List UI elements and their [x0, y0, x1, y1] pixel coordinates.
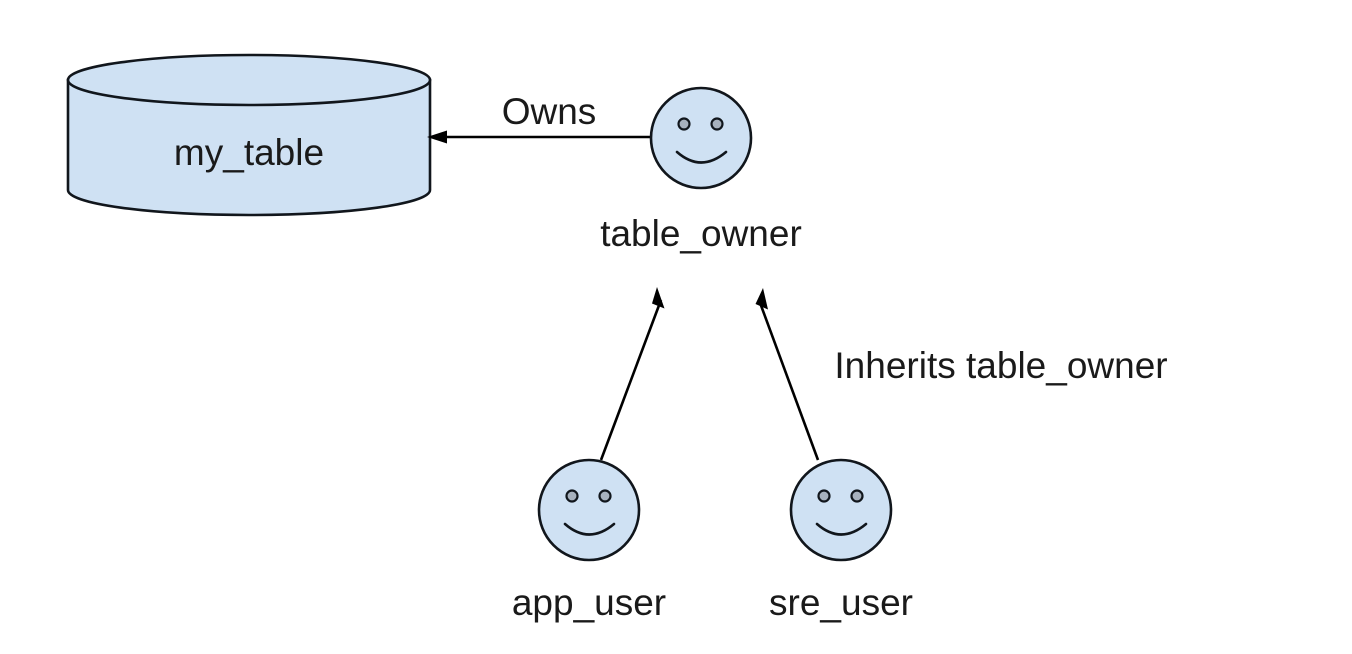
- edge-sre-user-line: [757, 299, 820, 461]
- face-circle-sre-user: [789, 458, 893, 562]
- node-label-table-owner: table_owner: [600, 213, 802, 254]
- node-table-owner[interactable]: table_owner: [600, 86, 802, 254]
- eye-right-icon: [710, 117, 724, 131]
- edge-label-inherits: Inherits table_owner: [834, 345, 1167, 386]
- face-circle-table-owner: [649, 86, 753, 190]
- smile-icon: [675, 150, 728, 164]
- eye-left-icon: [565, 489, 579, 503]
- edge-app-user-arrowhead: [652, 287, 665, 309]
- node-sre-user[interactable]: sre_user: [769, 458, 913, 623]
- eye-left-icon: [817, 489, 831, 503]
- edge-app-user-line: [599, 299, 663, 461]
- edge-owns[interactable]: Owns: [427, 91, 651, 144]
- cylinder-top-ellipse: [66, 53, 432, 107]
- smile-icon: [815, 522, 868, 536]
- node-label-my-table: my_table: [174, 132, 324, 173]
- smile-icon: [563, 522, 616, 536]
- edge-app-user-inherits[interactable]: [599, 287, 665, 461]
- eye-right-icon: [598, 489, 612, 503]
- edge-sre-user-inherits[interactable]: Inherits table_owner: [755, 288, 1168, 461]
- edge-owns-arrowhead: [427, 130, 447, 144]
- node-app-user[interactable]: app_user: [512, 458, 666, 623]
- eye-right-icon: [850, 489, 864, 503]
- edge-sre-user-arrowhead: [755, 288, 768, 310]
- edge-label-owns: Owns: [502, 91, 597, 132]
- eye-left-icon: [677, 117, 691, 131]
- cylinder-body: [66, 78, 432, 217]
- face-circle-app-user: [537, 458, 641, 562]
- node-label-app-user: app_user: [512, 582, 666, 623]
- node-my-table[interactable]: my_table: [66, 53, 432, 217]
- node-label-sre-user: sre_user: [769, 582, 913, 623]
